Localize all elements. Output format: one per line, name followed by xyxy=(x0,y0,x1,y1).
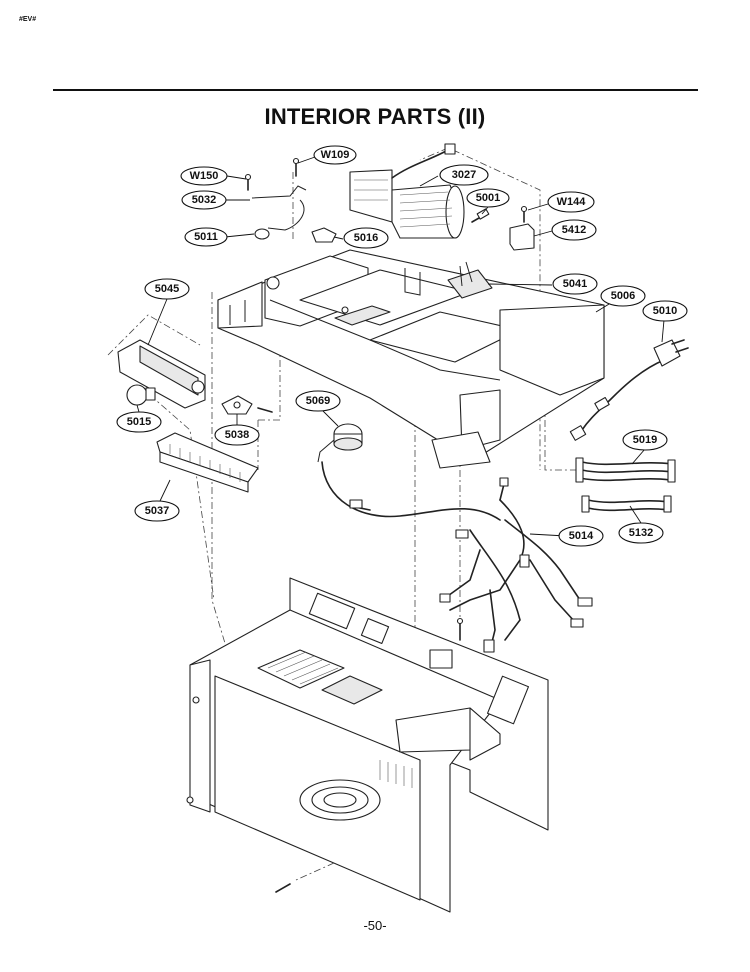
page-title: INTERIOR PARTS (II) xyxy=(264,104,486,129)
small-top-parts xyxy=(244,157,535,299)
callout-5016: 5016 xyxy=(343,227,389,249)
document-code: #EV# xyxy=(19,16,37,23)
callout-5412: 5412 xyxy=(551,219,597,241)
callout-w150: W150 xyxy=(180,166,228,186)
callout-5038-label: 5038 xyxy=(225,429,249,441)
fan-motor-3027 xyxy=(349,143,465,239)
callout-w109: W109 xyxy=(313,145,357,165)
callout-5132-label: 5132 xyxy=(629,527,653,539)
callout-5132: 5132 xyxy=(618,522,664,544)
part-callouts: W109 W150 5032 3027 5001 W144 5011 5016 xyxy=(116,145,688,547)
callout-5014: 5014 xyxy=(558,525,604,547)
header-rule xyxy=(53,89,698,91)
callout-5045-label: 5045 xyxy=(155,283,179,295)
callout-5010: 5010 xyxy=(642,300,688,322)
callout-5041-label: 5041 xyxy=(563,278,587,290)
callout-5011-label: 5011 xyxy=(194,231,218,243)
chassis-5006 xyxy=(217,249,605,469)
callout-5011: 5011 xyxy=(184,227,228,247)
callout-5006-label: 5006 xyxy=(611,290,635,302)
callout-5001: 5001 xyxy=(466,188,510,208)
page-number: -50- xyxy=(363,918,387,933)
callout-5032-label: 5032 xyxy=(192,194,216,206)
power-cord-5010 xyxy=(569,339,689,441)
callout-5019-label: 5019 xyxy=(633,434,657,446)
callout-5015-label: 5015 xyxy=(127,416,151,428)
callout-5014-label: 5014 xyxy=(569,530,594,542)
ribbon-cables xyxy=(575,457,676,513)
callout-w144-label: W144 xyxy=(557,196,587,208)
lamp-assembly xyxy=(117,339,273,493)
callout-3027-label: 3027 xyxy=(452,169,476,181)
callout-5041: 5041 xyxy=(552,273,598,295)
callout-5045: 5045 xyxy=(144,278,190,300)
callout-5010-label: 5010 xyxy=(653,305,677,317)
callout-5006: 5006 xyxy=(600,285,646,307)
oven-cavity-frame xyxy=(186,577,549,913)
callout-5015: 5015 xyxy=(116,411,162,433)
callout-5001-label: 5001 xyxy=(476,192,500,204)
callout-5032: 5032 xyxy=(181,190,227,210)
callout-w150-label: W150 xyxy=(190,170,219,182)
callout-5016-label: 5016 xyxy=(354,232,378,244)
callout-5019: 5019 xyxy=(622,429,668,451)
callout-5412-label: 5412 xyxy=(562,224,586,236)
callout-3027: 3027 xyxy=(439,164,489,186)
callout-5069-label: 5069 xyxy=(306,395,330,407)
wire-harness-5014 xyxy=(321,461,593,653)
callout-5037-label: 5037 xyxy=(145,505,169,517)
callout-5038: 5038 xyxy=(214,424,260,446)
callout-w109-label: W109 xyxy=(321,149,350,161)
callout-5037: 5037 xyxy=(134,500,180,522)
callout-w144: W144 xyxy=(547,191,595,213)
callout-5069: 5069 xyxy=(295,390,341,412)
leader-lines xyxy=(136,156,665,537)
damper-motor-5069 xyxy=(317,423,363,463)
